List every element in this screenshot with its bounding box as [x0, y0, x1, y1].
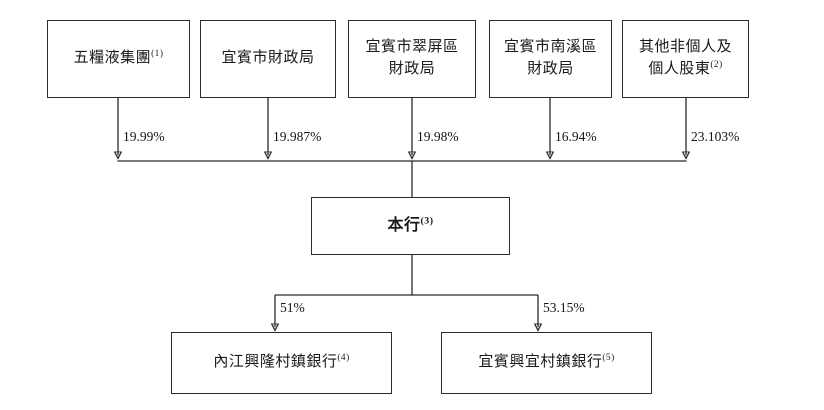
shareholder-label-2: 宜賓市財政局 [221, 50, 315, 67]
shareholder-box-2[interactable]: 宜賓市財政局 [200, 20, 336, 98]
company-label: 本行(3) [387, 216, 434, 235]
shareholder-box-3[interactable]: 宜賓市翠屏區 財政局 [348, 20, 476, 98]
shareholder-label-1: 五糧液集團(1) [73, 49, 164, 67]
footnote-marker-company: (3) [420, 216, 434, 228]
stake-label-subsidiary-2: 53.15% [543, 300, 585, 315]
shareholder-label-3: 宜賓市翠屏區 財政局 [365, 39, 459, 77]
subsidiary-label-1: 內江興隆村鎮銀行(4) [213, 353, 350, 371]
stake-label-shareholder-4: 16.94% [555, 129, 597, 144]
shareholder-box-5[interactable]: 其他非個人及 個人股東(2) [622, 20, 749, 98]
subsidiary-box-1[interactable]: 內江興隆村鎮銀行(4) [171, 332, 392, 394]
subsidiary-label-2: 宜賓興宜村鎮銀行(5) [478, 353, 615, 371]
shareholder-label-4: 宜賓市南溪區 財政局 [503, 39, 597, 77]
shareholder-box-1[interactable]: 五糧液集團(1) [47, 20, 190, 98]
subsidiary-box-2[interactable]: 宜賓興宜村鎮銀行(5) [441, 332, 652, 394]
footnote-marker-1: (1) [151, 49, 164, 60]
stake-label-shareholder-3: 19.98% [417, 129, 459, 144]
stake-label-shareholder-1: 19.99% [123, 129, 165, 144]
stake-label-subsidiary-1: 51% [280, 300, 305, 315]
shareholder-box-4[interactable]: 宜賓市南溪區 財政局 [489, 20, 612, 98]
stake-label-shareholder-2: 19.987% [273, 129, 322, 144]
footnote-marker-sub-2: (5) [602, 353, 615, 364]
footnote-marker-sub-1: (4) [337, 353, 350, 364]
company-box[interactable]: 本行(3) [311, 197, 510, 255]
footnote-marker-5: (2) [710, 60, 723, 70]
shareholder-label-5: 其他非個人及 個人股東(2) [638, 39, 732, 77]
stake-label-shareholder-5: 23.103% [691, 129, 740, 144]
